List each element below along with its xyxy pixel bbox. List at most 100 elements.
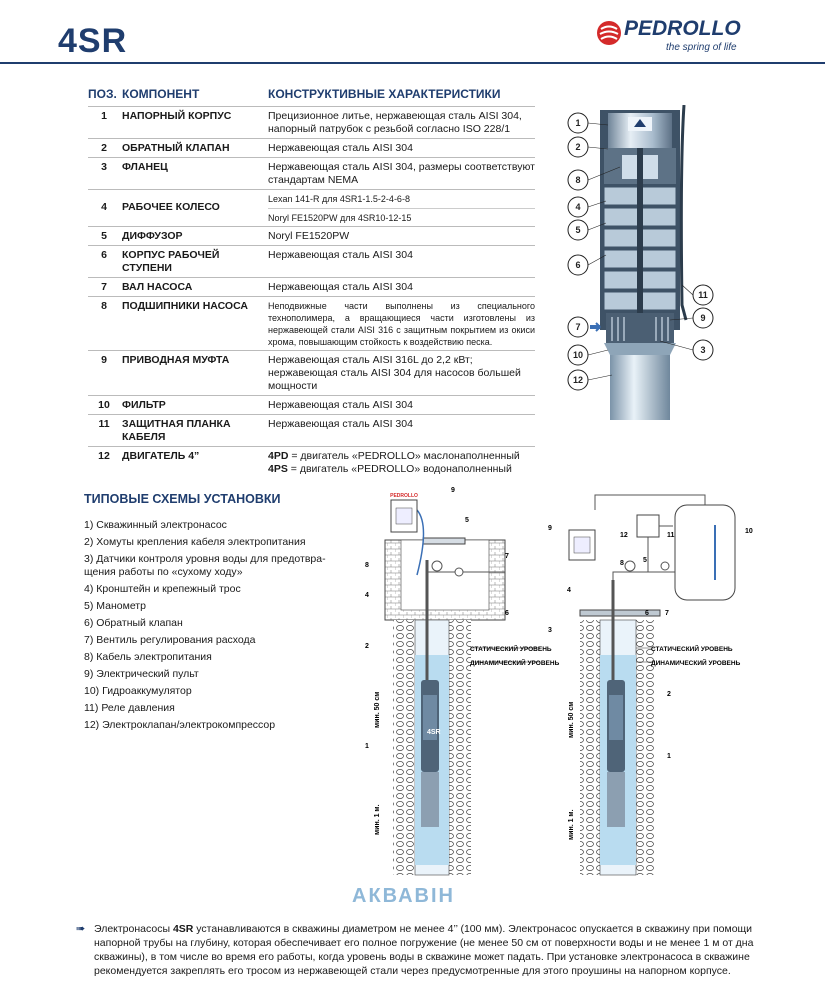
callout-4-left: 4	[365, 592, 369, 599]
min-50cm-label-right: мин. 50 см	[568, 702, 575, 738]
row-number: 7	[101, 281, 107, 293]
list-item: 7) Вентиль регулирования расхода	[84, 634, 256, 646]
callout-9-right: 9	[548, 525, 552, 532]
table-row: 8 ПОДШИПНИКИ НАСОСА Неподвижные части выпо…	[88, 296, 535, 350]
row-description: Нержавеющая сталь AISI 304	[268, 281, 413, 293]
row-component: ЗАЩИТНАЯ ПЛАНКА КАБЕЛЯ	[122, 418, 231, 443]
list-item: 10) Гидроаккумулятор	[84, 685, 192, 697]
note-model: 4SR	[172, 923, 194, 935]
installation-legend-list: 1) Скважинный электронасос 2) Хомуты кре…	[84, 517, 326, 734]
callout-5-right: 5	[643, 557, 647, 564]
row-description: Нержавеющая сталь AISI 304	[268, 142, 413, 154]
callout-8-left: 8	[365, 562, 369, 569]
row-number: 10	[98, 399, 110, 411]
note-text: Электронасосы	[94, 923, 173, 935]
table-row: 7 ВАЛ НАСОСА Нержавеющая сталь AISI 304	[88, 277, 535, 296]
list-item: 5) Манометр	[84, 600, 146, 612]
header-rule	[0, 62, 825, 64]
callout-5-left: 5	[465, 517, 469, 524]
arrow-icon: ➠	[76, 923, 86, 935]
row-component: ДИФФУЗОР	[122, 230, 183, 242]
min-1m-label-left: мин. 1 м.	[374, 804, 381, 835]
svg-text:5: 5	[575, 225, 580, 235]
svg-text:7: 7	[575, 322, 580, 332]
list-item: 2) Хомуты крепления кабеля электропитани…	[84, 536, 306, 548]
callout-3-right: 3	[548, 627, 552, 634]
static-level-label-right: СТАТИЧЕСКИЙ УРОВЕНЬ	[651, 644, 733, 653]
row-number: 12	[98, 450, 110, 462]
min-50cm-label-left: мин. 50 см	[374, 692, 381, 728]
row-component: ДВИГАТЕЛЬ 4”	[122, 450, 200, 462]
col-header-pos: ПОЗ.	[88, 87, 117, 101]
brand-tagline: the spring of life	[666, 42, 737, 53]
svg-text:11: 11	[698, 290, 708, 300]
list-item: 9) Электрический пульт	[84, 668, 199, 680]
svg-text:9: 9	[700, 313, 705, 323]
row-component: КОРПУС РАБОЧЕЙ СТУПЕНИ	[122, 249, 220, 274]
svg-text:10: 10	[573, 350, 583, 360]
installation-diagram: 4SR PEDROLLO СТАТИЧЕСКИЙ УРОВЕНЬ ДИНАМИЧ…	[365, 487, 753, 876]
callout-9-left: 9	[451, 487, 455, 494]
table-row: 2 ОБРАТНЫЙ КЛАПАН Нержавеющая сталь AISI 3…	[88, 138, 535, 157]
list-item: 12) Электроклапан/электрокомпрессор	[84, 719, 276, 731]
row-number: 9	[101, 354, 107, 366]
row-component: ПОДШИПНИКИ НАСОСА	[122, 300, 248, 312]
row-number: 8	[101, 300, 107, 312]
brand-name: PEDROLLO	[624, 17, 741, 40]
row-description-2: Noryl FE1520PW для 4SR10-12-15	[268, 208, 535, 224]
row-number: 6	[101, 249, 107, 261]
row-component: ВАЛ НАСОСА	[122, 281, 193, 293]
callout-12-right: 12	[620, 532, 628, 539]
min-1m-label-right: мин. 1 м.	[568, 809, 575, 840]
static-level-label-left: СТАТИЧЕСКИЙ УРОВЕНЬ	[470, 644, 552, 653]
list-item: 6) Обратный клапан	[84, 617, 183, 629]
callout-2-right: 2	[667, 691, 671, 698]
dynamic-level-label-right: ДИНАМИЧЕСКИЙ УРОВЕНЬ	[651, 658, 741, 667]
svg-text:1: 1	[575, 118, 580, 128]
col-header-features: КОНСТРУКТИВНЫЕ ХАРАКТЕРИСТИКИ	[268, 87, 501, 101]
callout-11-right: 11	[667, 532, 675, 539]
model-title: 4SR	[58, 22, 128, 60]
list-item: 1) Скважинный электронасос	[84, 519, 227, 531]
row-description: Noryl FE1520PW	[268, 230, 350, 242]
svg-text:12: 12	[573, 375, 583, 385]
installation-note: Электронасосы 4SR устанавливаются в сква…	[94, 922, 762, 978]
panel-brand: PEDROLLO	[390, 493, 418, 499]
callout-8-right: 8	[620, 560, 624, 567]
row-number: 2	[101, 142, 107, 154]
callout-6-left: 6	[505, 610, 509, 617]
svg-text:3: 3	[700, 345, 705, 355]
pump-label: 4SR	[427, 729, 441, 736]
note-text: устанавливаются в скважины диаметром не …	[94, 923, 754, 977]
row-number: 3	[101, 161, 107, 173]
callout-6-right: 6	[645, 610, 649, 617]
row-component: ОБРАТНЫЙ КЛАПАН	[122, 142, 230, 154]
row-number: 11	[98, 418, 110, 430]
row-component: РАБОЧЕЕ КОЛЕСО	[122, 201, 220, 213]
callout-4-right: 4	[567, 587, 571, 594]
svg-text:8: 8	[575, 175, 580, 185]
row-description: Неподвижные части выполнены из специальн…	[268, 301, 535, 347]
list-item-line: щения работы по «сухому ходу»	[84, 566, 243, 578]
table-row: 12 ДВИГАТЕЛЬ 4” 4PD = двигатель «PEDROLLO»…	[88, 446, 535, 478]
motor-desc: = двигатель «PEDROLLO» водонаполненный	[287, 463, 512, 475]
watermark: АКВАВІН	[352, 885, 455, 907]
motor-code: 4PD	[268, 450, 289, 462]
row-description: Прецизионное литье, нержавеющая сталь AI…	[268, 110, 522, 135]
row-number: 1	[101, 110, 107, 122]
callout-7-left: 7	[505, 553, 509, 560]
callout-10-right: 10	[745, 528, 753, 535]
brand-logo-icon	[597, 21, 621, 45]
list-item: 3) Датчики контроля уровня воды для пред…	[84, 553, 326, 579]
list-item-line: 3) Датчики контроля уровня воды для пред…	[84, 553, 326, 565]
svg-text:2: 2	[575, 142, 580, 152]
